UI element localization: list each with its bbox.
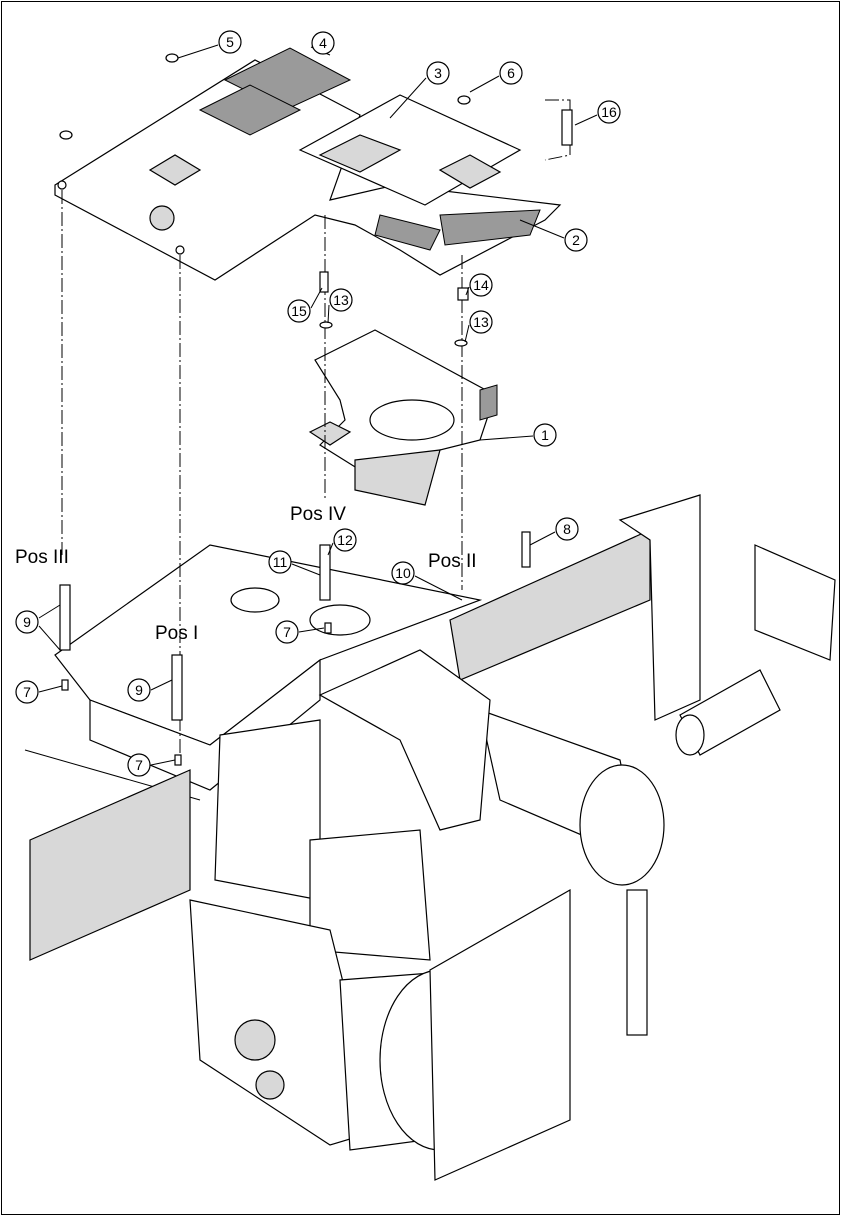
motor [480,670,780,885]
label-pos-iv: Pos IV [290,504,346,525]
callout-7a: 7 [276,621,298,643]
svg-text:2: 2 [572,232,580,248]
callout-2: 2 [565,229,587,251]
svg-text:9: 9 [135,682,143,698]
main-pcb-board [55,48,560,280]
svg-text:15: 15 [291,303,307,319]
svg-text:13: 13 [333,292,349,308]
svg-text:5: 5 [226,34,234,50]
svg-text:9: 9 [23,614,31,630]
callout-15: 15 [288,300,310,322]
callout-4: 4 [312,32,334,54]
label-pos-iii: Pos III [15,547,69,568]
callout-12: 12 [334,529,356,551]
svg-text:13: 13 [473,314,489,330]
callout-10: 10 [392,562,414,584]
svg-text:7: 7 [283,624,291,640]
svg-text:7: 7 [135,757,143,773]
base-board [310,330,497,505]
svg-text:11: 11 [273,554,288,570]
callout-16: 16 [598,101,620,123]
svg-text:1: 1 [541,427,549,443]
callout-9b: 9 [128,679,150,701]
callout-5: 5 [219,31,241,53]
callout-7c: 7 [128,754,150,776]
label-pos-i: Pos I [155,623,198,644]
callout-11: 11 [269,551,291,573]
callout-1: 1 [534,424,556,446]
label-pos-ii: Pos II [428,551,477,572]
callout-13b: 13 [470,311,492,333]
svg-text:12: 12 [337,532,353,548]
callout-6: 6 [500,62,522,84]
callout-13a: 13 [330,289,352,311]
callout-14: 14 [470,274,492,296]
svg-text:6: 6 [507,65,515,81]
carriage-assembly [190,650,647,1180]
callout-9a: 9 [16,611,38,633]
svg-text:3: 3 [434,65,442,81]
svg-text:10: 10 [395,565,411,581]
callout-8: 8 [556,518,578,540]
callout-7b: 7 [16,681,38,703]
svg-text:4: 4 [319,35,327,51]
svg-text:14: 14 [473,277,489,293]
svg-text:16: 16 [601,104,617,120]
svg-text:8: 8 [563,521,571,537]
svg-text:7: 7 [23,684,31,700]
callout-3: 3 [427,62,449,84]
